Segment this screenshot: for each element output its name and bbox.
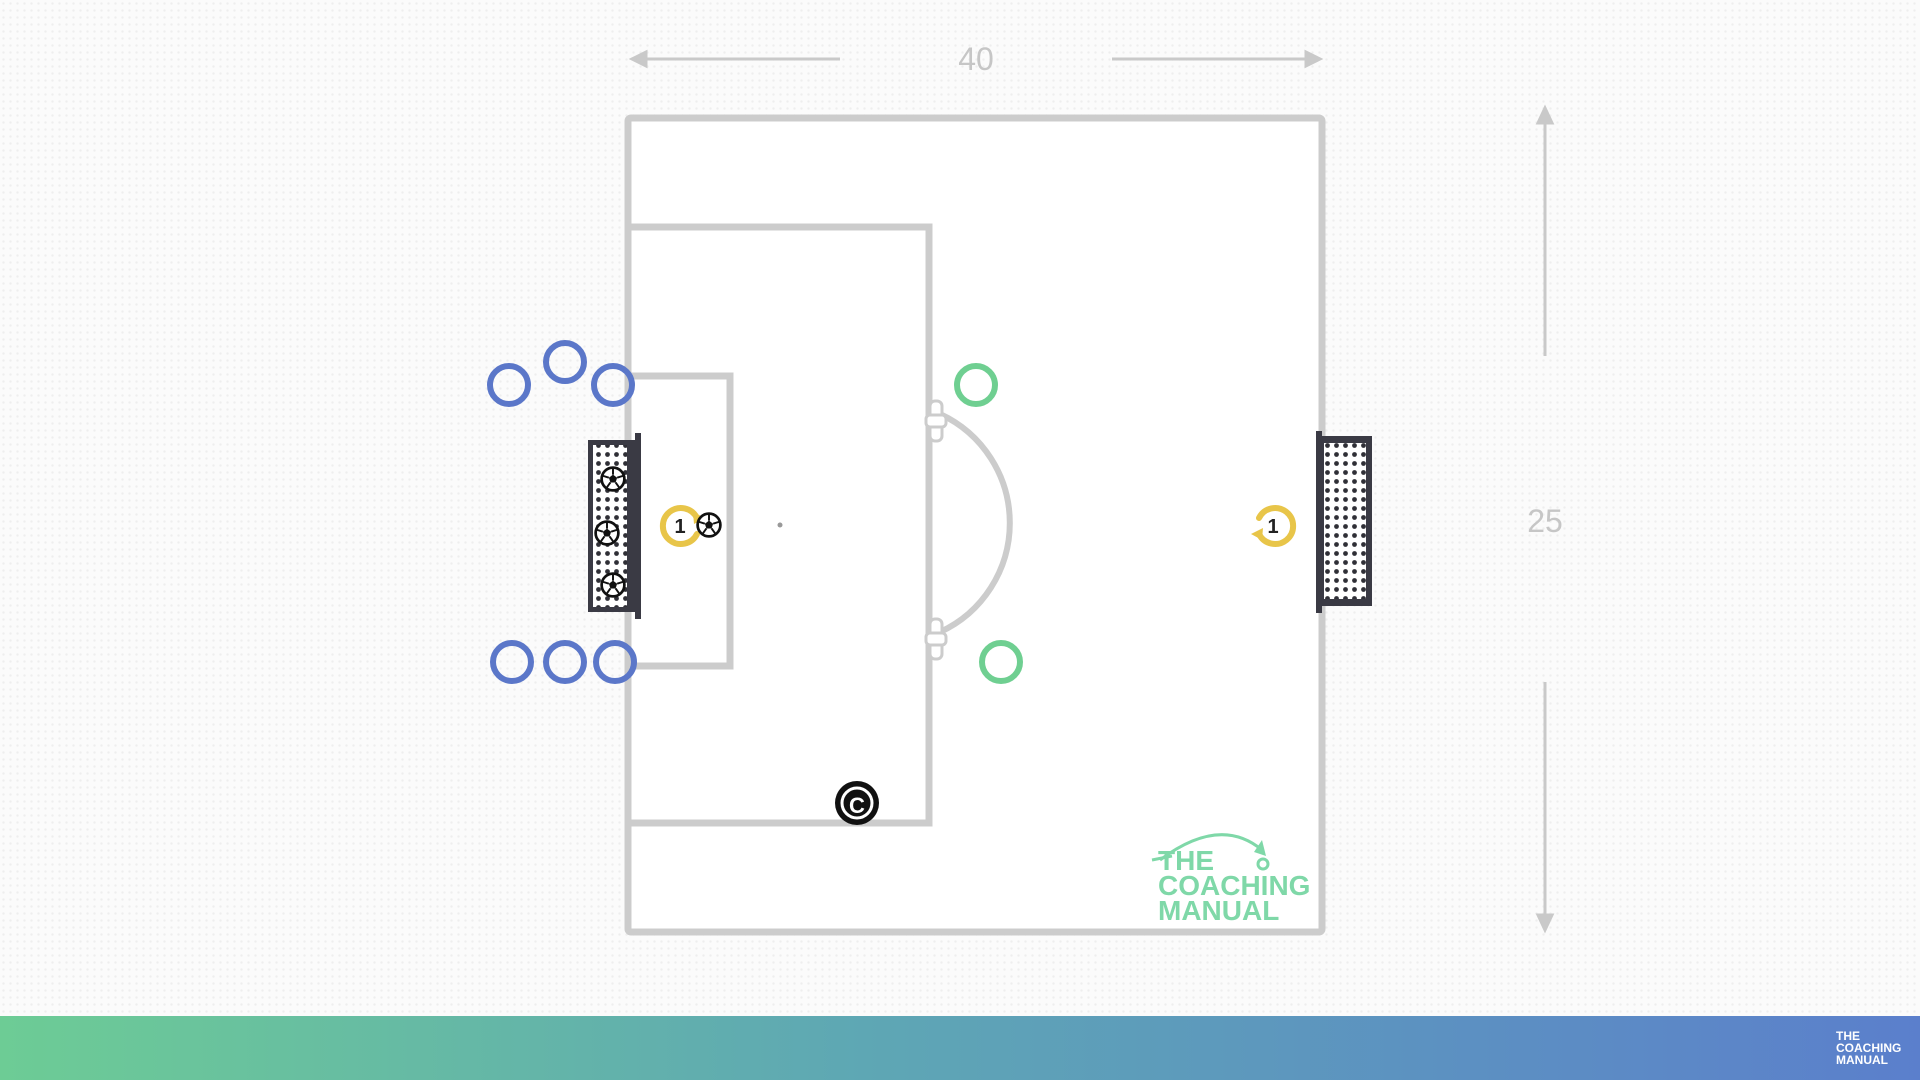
defender-player (954, 363, 998, 407)
attacker-player (591, 363, 635, 407)
footer-logo-line1: THE (1836, 1029, 1860, 1043)
attacker-player (543, 340, 587, 384)
defender-player (979, 640, 1023, 684)
width-label: 40 (958, 41, 994, 77)
ball-icon (594, 520, 620, 546)
coach-marker: C (835, 781, 879, 825)
footer-logo: THE COACHING MANUAL (1836, 1030, 1908, 1066)
mannequin-bottom (924, 617, 948, 661)
attacker-group-bottom (490, 640, 637, 684)
watermark-logo: THE COACHING MANUAL (1151, 833, 1310, 926)
watermark-line1: THE (1158, 845, 1214, 876)
length-dimension (1535, 104, 1555, 934)
watermark-line3: MANUAL (1158, 895, 1279, 926)
watermark-line2: COACHING (1158, 870, 1310, 901)
ball-icon (696, 512, 722, 538)
attacker-player (593, 640, 637, 684)
right-goalkeeper: 1 (1251, 505, 1297, 547)
ball-icon (600, 466, 626, 492)
ball-icon (600, 572, 626, 598)
attacker-group-top (487, 340, 635, 407)
coach-letter: C (849, 793, 865, 818)
penalty-arc (938, 411, 1013, 635)
left-goalkeeper-number: 1 (674, 516, 685, 538)
mannequin-top (924, 399, 948, 443)
attacker-player (487, 363, 531, 407)
penalty-spot (777, 522, 783, 528)
footer-logo-line2: COACHING (1836, 1041, 1902, 1055)
attacker-player (490, 640, 534, 684)
right-goalkeeper-number: 1 (1267, 516, 1278, 538)
right-goal (1316, 431, 1372, 613)
penalty-area (628, 223, 933, 827)
six-yard-box (628, 372, 734, 670)
width-dimension (628, 49, 1324, 69)
length-label: 25 (1527, 503, 1563, 539)
footer-bar: THE COACHING MANUAL (0, 1016, 1920, 1080)
attacker-player (543, 640, 587, 684)
footer-logo-line3: MANUAL (1836, 1053, 1888, 1067)
